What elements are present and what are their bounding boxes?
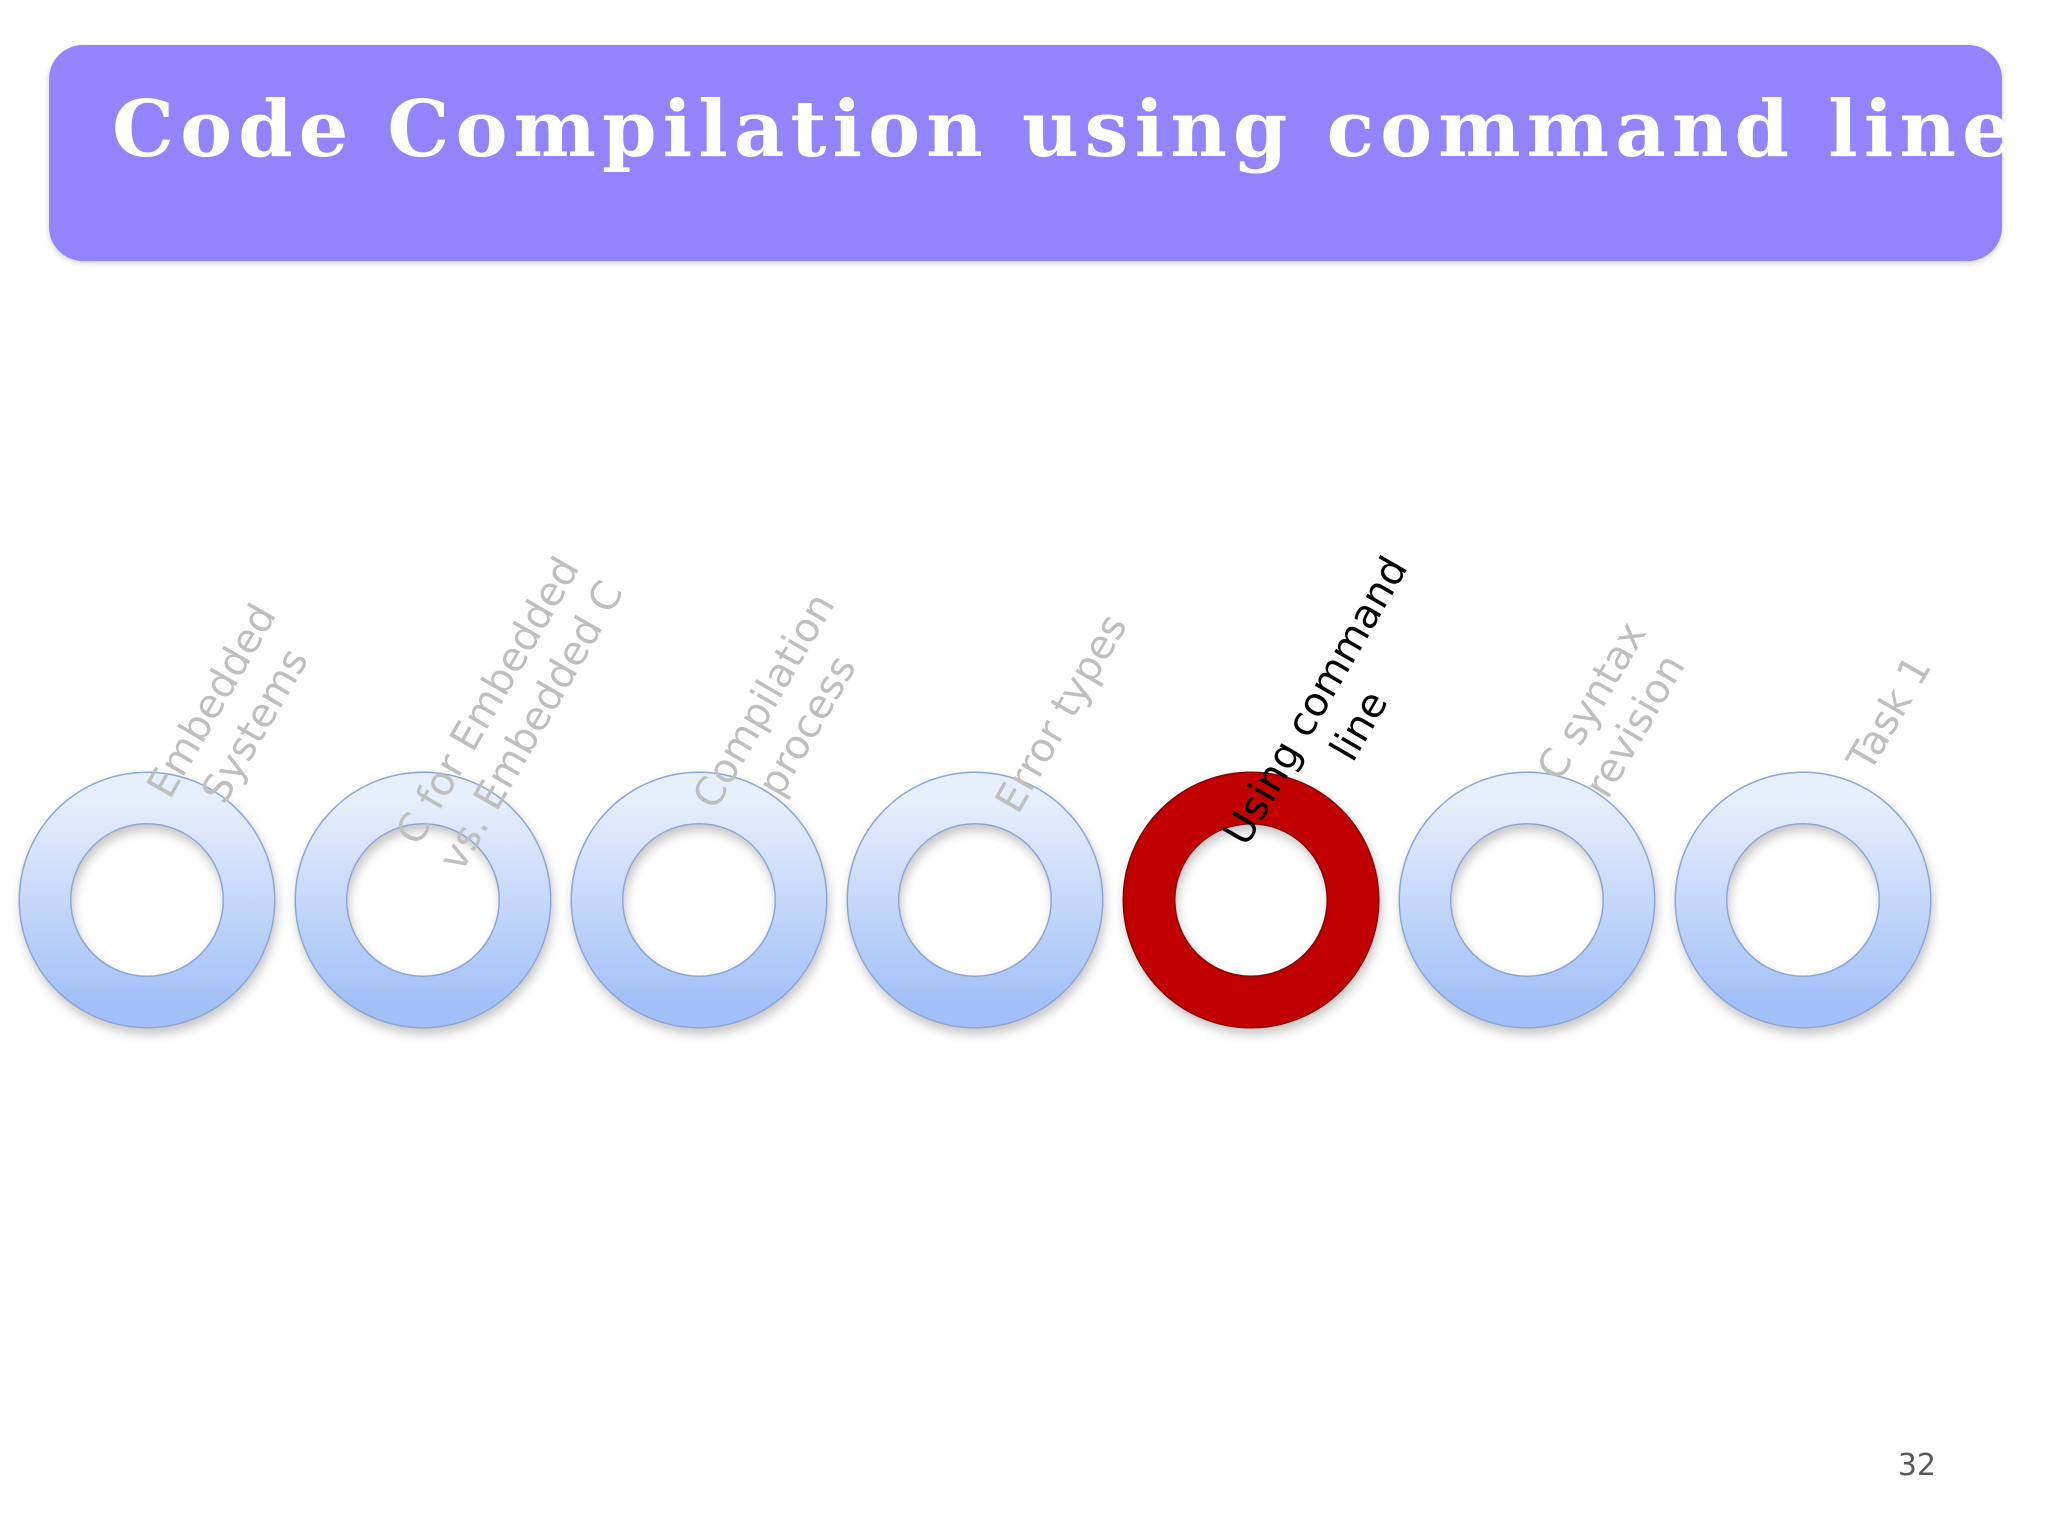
step-label: Task 1 [1838, 648, 1941, 780]
step-7: Task 1 [1674, 648, 1941, 1029]
step-ring [1676, 773, 1930, 1027]
step-ring [848, 773, 1102, 1027]
title-banner [49, 45, 2002, 261]
page-number: 32 [1897, 1448, 1936, 1483]
step-1: EmbeddedSystems [18, 596, 329, 1029]
step-label-line: Error types [987, 607, 1137, 821]
step-label: EmbeddedSystems [138, 596, 329, 830]
slide-title: Code Compilation using command line [112, 84, 2018, 175]
step-6: C syntaxrevision [1398, 614, 1694, 1029]
step-ring-active [1124, 773, 1378, 1027]
step-ring [296, 773, 550, 1027]
step-label: Error types [987, 607, 1137, 821]
step-4: Error types [846, 607, 1137, 1029]
step-3: Compilationprocess [570, 586, 887, 1029]
step-ring [572, 773, 826, 1027]
step-label-line: Task 1 [1838, 648, 1941, 780]
step-label: Compilationprocess [684, 586, 887, 842]
step-ring [20, 773, 274, 1027]
step-ring [1400, 773, 1654, 1027]
